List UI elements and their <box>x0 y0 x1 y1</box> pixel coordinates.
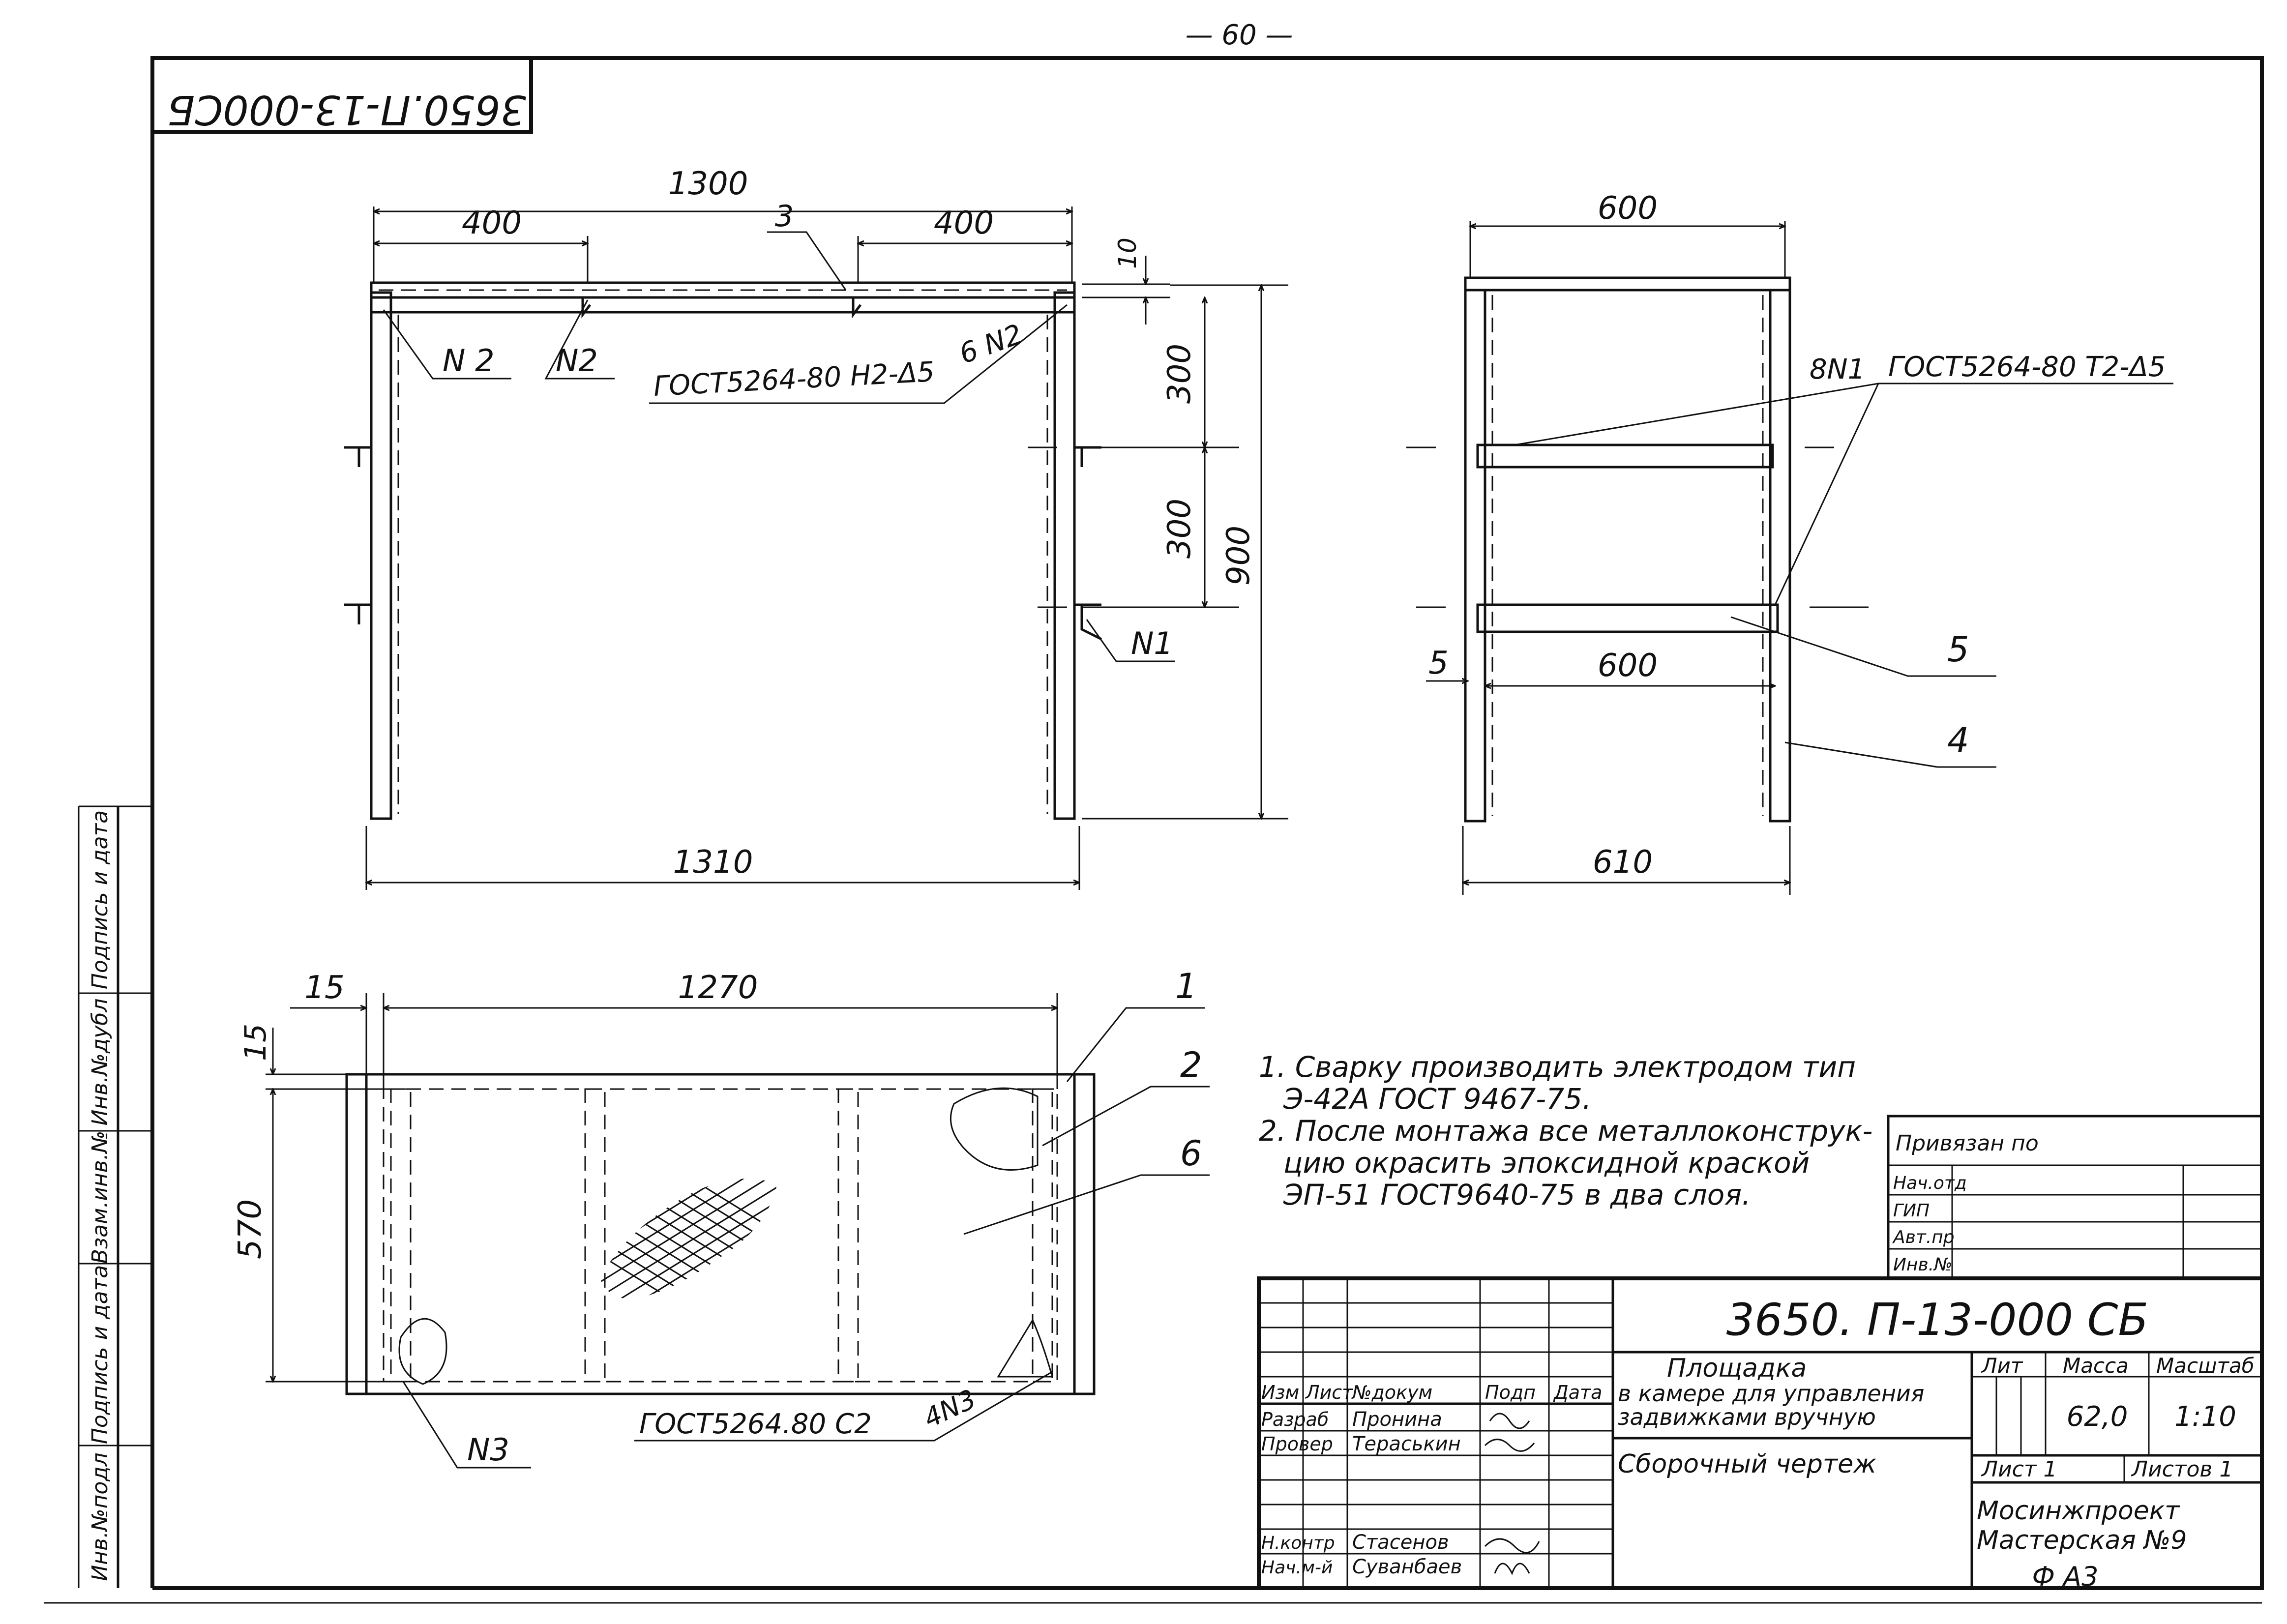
dim-1270: 1270 <box>678 970 758 1006</box>
mesh-hatch <box>600 1179 777 1299</box>
strip-label-5: Инв.№подл <box>88 1452 113 1581</box>
tb-header-list: Лист <box>1305 1382 1354 1403</box>
dim-1300: 1300 <box>668 166 748 202</box>
dim-600-mid: 600 <box>1598 648 1658 684</box>
binding-row-2: ГИП <box>1893 1201 1930 1221</box>
title-block: Изм Лист №докум Подп Дата Разраб Пронина… <box>1257 1276 2264 1592</box>
tb-scale-value: 1:10 <box>2174 1401 2236 1433</box>
callout-2: 2 <box>1180 1045 1202 1085</box>
front-view: 1300 400 400 3 10 300 300 900 <box>344 166 1288 890</box>
tb-mass-value: 62,0 <box>2067 1401 2128 1433</box>
plan-view: 15 1270 15 570 1 2 6 ГОСТ5264.80 С2 4N3 … <box>232 966 1210 1469</box>
tb-scale-label: Масштаб <box>2156 1354 2255 1378</box>
dim-300-top: 300 <box>1161 344 1198 404</box>
dim-300-bottom: 300 <box>1161 499 1198 559</box>
dim-400-left: 400 <box>462 205 522 241</box>
weld-n1: N1 <box>1131 625 1173 661</box>
dim-600-top: 600 <box>1598 190 1658 227</box>
tb-designation: 3650. П-13-000 СБ <box>1726 1294 2148 1346</box>
page-number: — 60 — <box>1186 19 1293 51</box>
weld-n3: N3 <box>467 1432 509 1468</box>
weld-4n3: 4N3 <box>919 1384 981 1434</box>
binding-row-1: Нач.отд <box>1893 1173 1967 1193</box>
note-line-1: 1. Сварку производить электродом тип <box>1259 1050 1856 1084</box>
binding-box: Привязан по Нач.отд ГИП Авт.пр Инв.№ <box>1887 1115 2263 1280</box>
dim-10: 10 <box>1113 237 1142 269</box>
tb-role-4: Нач.м-й <box>1261 1558 1333 1578</box>
note-line-5: ЭП-51 ГОСТ9640-75 в два слоя. <box>1283 1178 1751 1211</box>
weld-8n1: 8N1 <box>1810 354 1865 385</box>
tb-doc-type: Сборочный чертеж <box>1618 1449 1876 1479</box>
rotated-stamp: 3650.П-13-000СБ <box>150 56 533 134</box>
dim-610: 610 <box>1593 844 1653 881</box>
tb-org-1: Мосинжпроект <box>1977 1496 2180 1526</box>
note-line-4: цию окрасить эпоксидной краской <box>1283 1146 1810 1180</box>
dim-15-vertical: 15 <box>238 1024 273 1061</box>
tb-name-3: Стасенов <box>1352 1531 1449 1554</box>
tb-mass-label: Масса <box>2063 1354 2129 1378</box>
dim-900: 900 <box>1220 526 1257 586</box>
tb-header-izm: Изм <box>1261 1382 1299 1403</box>
tb-header-date: Дата <box>1553 1382 1602 1403</box>
weld-n2-b: N2 <box>556 343 598 379</box>
stamp-code: 3650.П-13-000СБ <box>167 86 526 133</box>
tb-title-sub-1: в камере для управления <box>1618 1380 1924 1407</box>
tb-header-doc: №докум <box>1351 1382 1432 1403</box>
tb-name-2: Тераськин <box>1352 1433 1461 1455</box>
tb-lit-label: Лит <box>1981 1354 2023 1378</box>
tb-header-podp: Подп <box>1485 1382 1536 1403</box>
side-view: 600 8N1 ГОСТ5264-80 Т2-Δ5 5 600 610 5 4 <box>1406 190 2173 895</box>
tb-title-sub-2: задвижками вручную <box>1618 1404 1876 1430</box>
callout-5: 5 <box>1947 629 1969 670</box>
tb-sheets-label: Листов 1 <box>2131 1457 2233 1482</box>
weld-gost-plan: ГОСТ5264.80 С2 <box>639 1408 872 1440</box>
tb-format: Ф А3 <box>2032 1561 2099 1592</box>
callout-1: 1 <box>1175 966 1197 1006</box>
dim-400-right: 400 <box>934 205 994 241</box>
weld-gost-side: ГОСТ5264-80 Т2-Δ5 <box>1888 351 2166 383</box>
callout-6: 6 <box>1180 1133 1202 1174</box>
weld-6n2: 6 N2 <box>955 318 1027 370</box>
strip-label-2: Инв.№дубл <box>88 998 113 1125</box>
signature-marks <box>1484 1413 1540 1575</box>
callout-4: 4 <box>1947 720 1969 761</box>
binding-row-4: Инв.№ <box>1893 1255 1953 1275</box>
note-line-3: 2. После монтажа все металлоконструк- <box>1259 1114 1872 1148</box>
dim-1310: 1310 <box>673 844 753 881</box>
left-strip: Подпись и дата Инв.№дубл Взам.инв.№ Подп… <box>79 806 152 1588</box>
tb-org-2: Мастерская №9 <box>1977 1526 2187 1555</box>
tb-sheet-label: Лист 1 <box>1981 1457 2057 1482</box>
strip-label-4: Подпись и дата <box>88 1265 113 1444</box>
dim-15-left: 15 <box>304 970 344 1006</box>
note-line-2: Э-42А ГОСТ 9467-75. <box>1283 1082 1591 1116</box>
strip-label-3: Взам.инв.№ <box>88 1131 113 1264</box>
tb-title-main: Площадка <box>1667 1354 1807 1383</box>
notes: 1. Сварку производить электродом тип Э-4… <box>1259 1050 1872 1211</box>
strip-label-1: Подпись и дата <box>88 810 113 989</box>
dim-5: 5 <box>1428 645 1449 681</box>
tb-name-1: Пронина <box>1352 1408 1442 1431</box>
callout-3: 3 <box>775 199 794 234</box>
binding-row-3: Авт.пр <box>1892 1227 1955 1247</box>
tb-role-3: Н.контр <box>1261 1533 1335 1553</box>
weld-n2-a: N 2 <box>443 343 495 379</box>
dim-570: 570 <box>232 1199 268 1259</box>
sheet-frame <box>44 56 2264 1604</box>
tb-role-1: Разраб <box>1261 1409 1329 1430</box>
weld-gost-front: ГОСТ5264-80 Н2-Δ5 <box>653 356 935 403</box>
binding-title: Привязан по <box>1896 1131 2039 1156</box>
tb-role-2: Провер <box>1261 1433 1333 1455</box>
tb-name-4: Суванбаев <box>1352 1556 1462 1578</box>
